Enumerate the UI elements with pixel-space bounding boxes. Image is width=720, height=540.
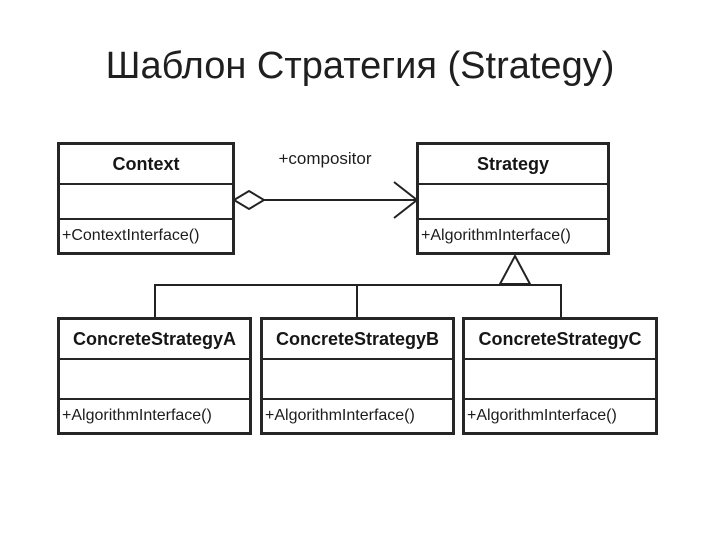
class-context-attributes-empty	[60, 183, 232, 218]
class-concrete-strategy-a: ConcreteStrategyA +AlgorithmInterface()	[57, 317, 252, 435]
aggregation-diamond-icon	[232, 189, 266, 211]
class-concrete-strategy-a-name: ConcreteStrategyA	[72, 328, 237, 349]
class-strategy-name: Strategy	[476, 153, 550, 174]
class-context-method: +ContextInterface()	[60, 218, 232, 252]
class-context: Context +ContextInterface()	[57, 142, 235, 255]
class-concrete-strategy-b: ConcreteStrategyB +AlgorithmInterface()	[260, 317, 455, 435]
class-concrete-strategy-a-method: +AlgorithmInterface()	[60, 398, 249, 432]
class-strategy-attributes-empty	[419, 183, 607, 218]
compositor-label: +compositor	[278, 149, 372, 168]
class-concrete-strategy-c-method: +AlgorithmInterface()	[465, 398, 655, 432]
inheritance-triangle-icon	[498, 253, 532, 285]
class-strategy: Strategy +AlgorithmInterface()	[416, 142, 610, 255]
class-concrete-strategy-b-name: ConcreteStrategyB	[275, 328, 440, 349]
class-concrete-strategy-c: ConcreteStrategyC +AlgorithmInterface()	[462, 317, 658, 435]
class-concrete-strategy-a-attributes-empty	[60, 358, 249, 398]
class-concrete-strategy-c-attributes-empty	[465, 358, 655, 398]
class-concrete-strategy-b-attributes-empty	[263, 358, 452, 398]
class-concrete-strategy-c-name: ConcreteStrategyC	[478, 328, 642, 349]
class-strategy-method: +AlgorithmInterface()	[419, 218, 607, 252]
class-context-name: Context	[112, 153, 180, 174]
class-concrete-strategy-b-method: +AlgorithmInterface()	[263, 398, 452, 432]
slide-title: Шаблон Стратегия (Strategy)	[105, 45, 615, 87]
